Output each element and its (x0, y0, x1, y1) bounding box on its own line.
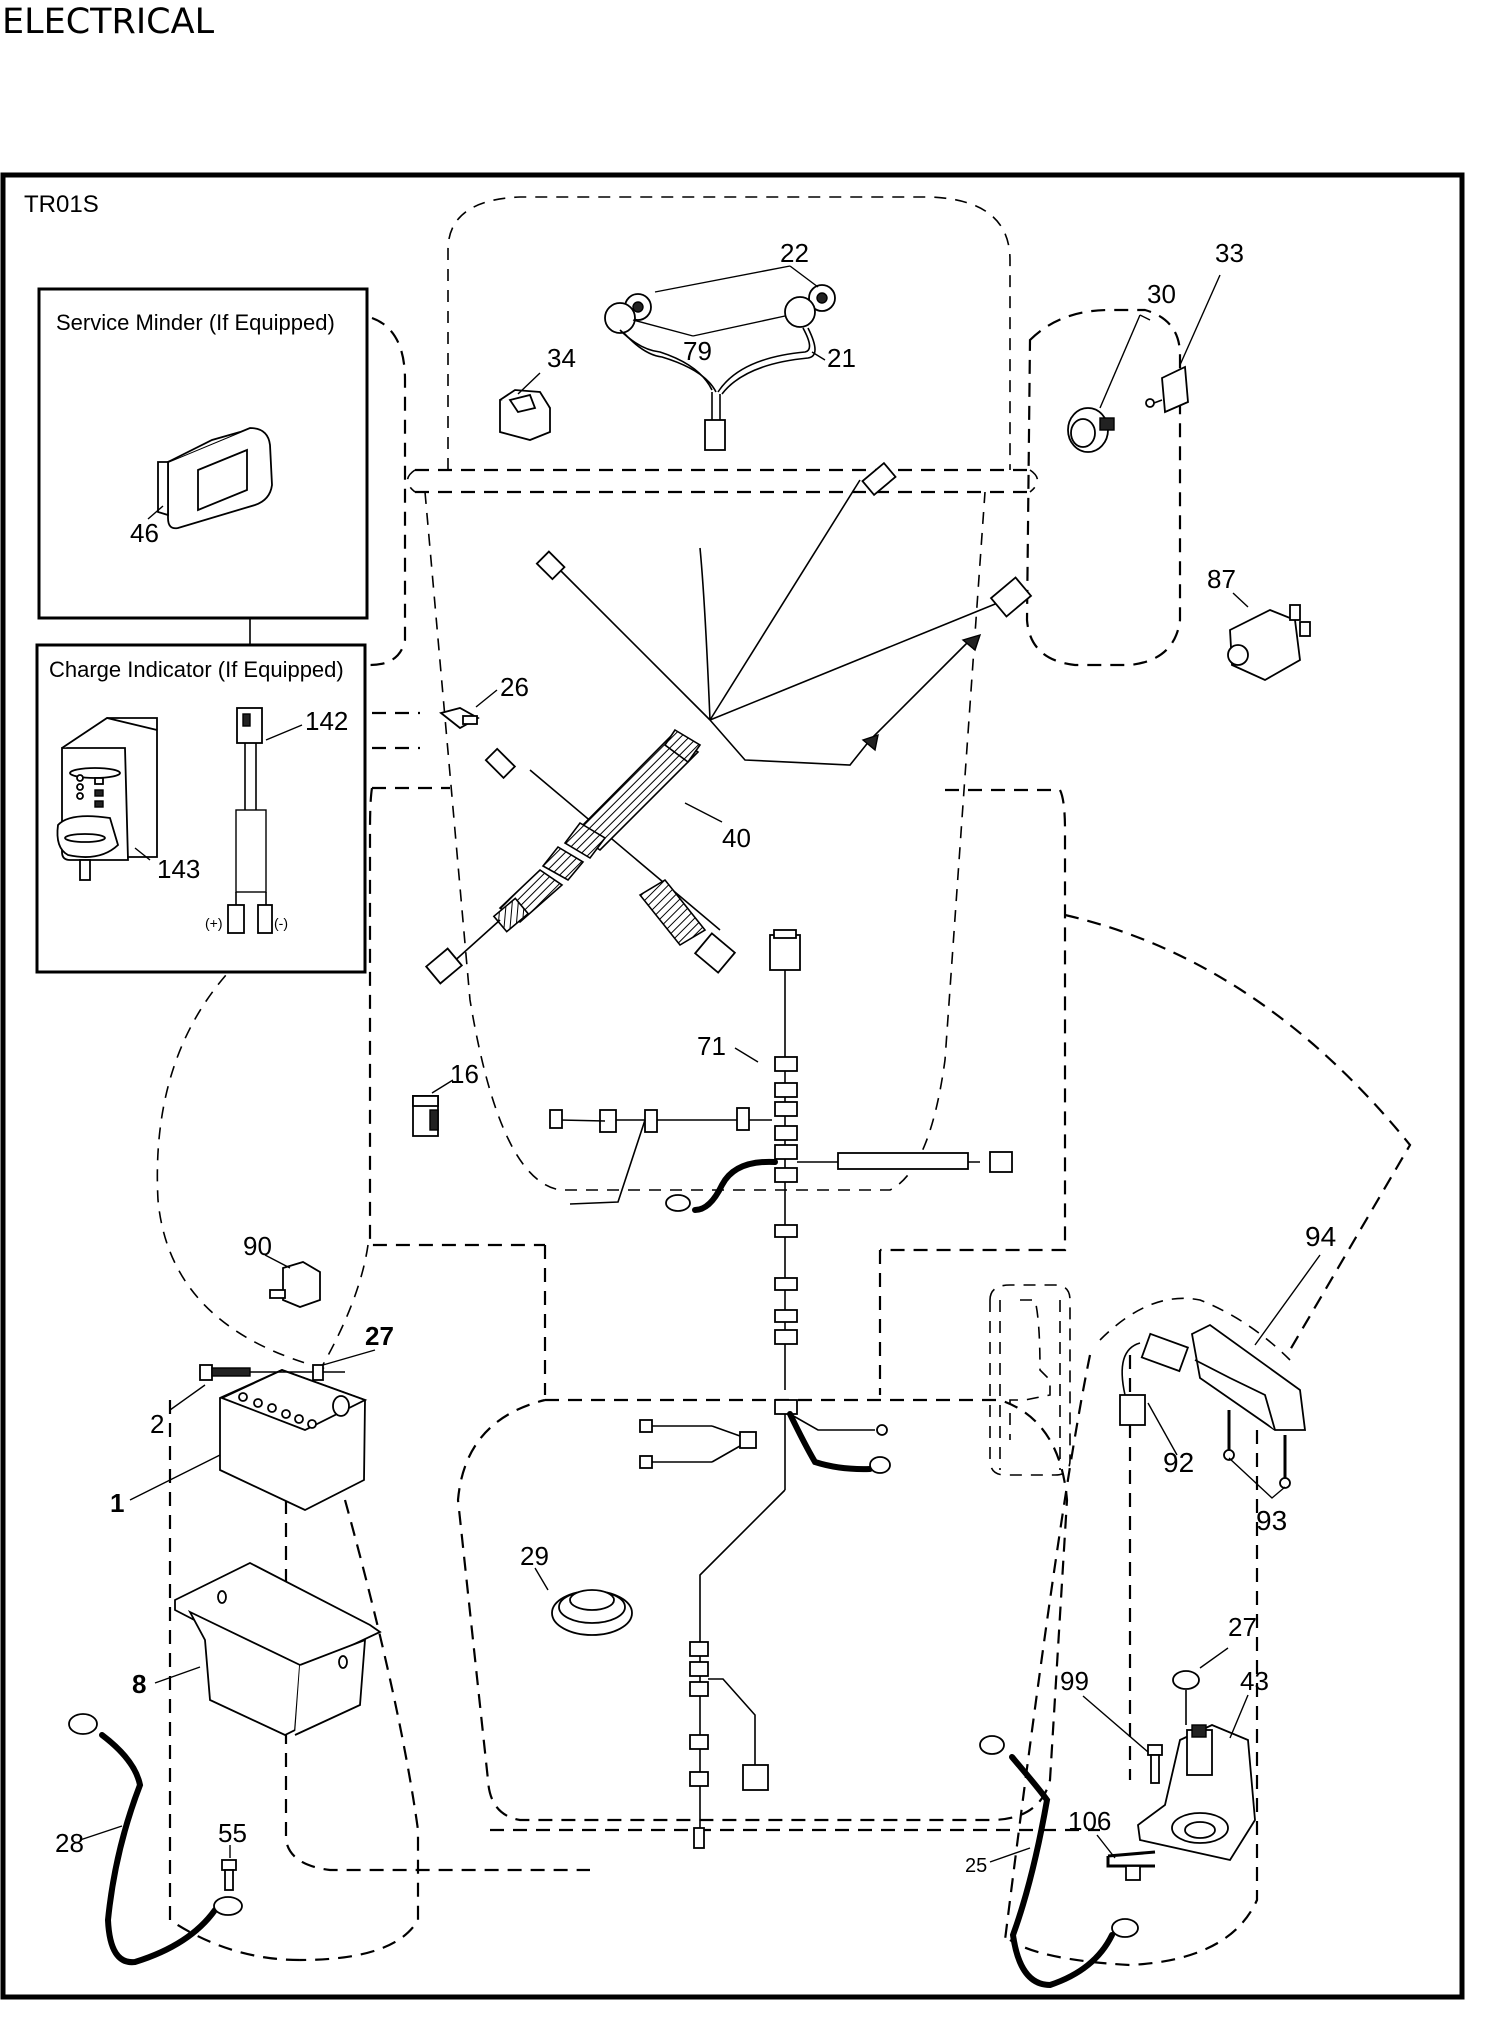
terminal-positive-label: (+) (205, 915, 223, 931)
solenoid-bolt-99[interactable] (1147, 1744, 1163, 1784)
callout-22: 22 (780, 238, 809, 268)
callout-33: 33 (1215, 238, 1244, 268)
starter-solenoid[interactable] (1137, 1724, 1256, 1862)
leader-46 (147, 505, 164, 520)
main-wire-harness[interactable] (424, 461, 1033, 985)
callout-142: 142 (305, 706, 348, 736)
fuse[interactable] (439, 707, 480, 730)
charge-indicator-title: Charge Indicator (If Equipped) (49, 657, 344, 682)
callout-46: 46 (130, 518, 159, 548)
headlight-harness[interactable] (604, 284, 836, 451)
callout-1: 1 (110, 1488, 124, 1518)
callout-25: 25 (965, 1855, 987, 1877)
solenoid-nut-27[interactable] (1172, 1670, 1200, 1725)
callout-2: 2 (150, 1409, 164, 1439)
callout-16: 16 (450, 1059, 479, 1089)
battery-bolt[interactable] (199, 1364, 345, 1381)
ground-bolt-55[interactable] (221, 1859, 237, 1891)
safety-module[interactable] (1119, 1323, 1307, 1431)
callout-21: 21 (827, 343, 856, 373)
charge-indicator-inset: Charge Indicator (If Equipped) (35, 643, 367, 974)
callout-93: 93 (1256, 1505, 1287, 1536)
service-minder-title: Service Minder (If Equipped) (56, 310, 335, 335)
starter-relay[interactable] (412, 1095, 439, 1137)
callout-29: 29 (520, 1541, 549, 1571)
callout-94: 94 (1305, 1221, 1336, 1252)
callout-87: 87 (1207, 564, 1236, 594)
horn[interactable] (551, 1589, 633, 1636)
charge-indicator-part[interactable] (56, 717, 158, 881)
diagram-code: TR01S (24, 191, 99, 218)
service-minder-inset: Service Minder (If Equipped) 46 (37, 287, 369, 620)
page-title: ELECTRICAL (2, 2, 215, 42)
callout-26: 26 (500, 672, 529, 702)
callout-40: 40 (722, 823, 751, 853)
starter-cable-25[interactable] (979, 1735, 1139, 1989)
callout-8: 8 (132, 1669, 146, 1699)
callout-27-battery: 27 (365, 1321, 394, 1351)
callout-92: 92 (1163, 1447, 1194, 1478)
ignition-key[interactable] (1145, 365, 1189, 414)
light-switch[interactable] (499, 389, 551, 441)
callout-71: 71 (697, 1031, 726, 1061)
callout-28: 28 (55, 1828, 84, 1858)
callout-27-solenoid: 27 (1228, 1612, 1257, 1642)
callout-90: 90 (243, 1231, 272, 1261)
ignition-switch[interactable] (1067, 407, 1115, 453)
callout-55: 55 (218, 1818, 247, 1848)
callout-43: 43 (1240, 1666, 1269, 1696)
callout-99: 99 (1060, 1666, 1089, 1696)
battery-nut-27[interactable] (312, 1364, 324, 1381)
leader-142 (265, 724, 303, 741)
terminal-negative-label: (-) (274, 915, 288, 931)
pto-switch[interactable] (1227, 604, 1311, 682)
ground-cable-28[interactable] (68, 1713, 243, 1966)
phantom-outlines (156, 196, 1412, 1967)
battery[interactable] (219, 1369, 368, 1512)
mounting-screws[interactable] (1223, 1410, 1291, 1489)
wire-clip-106[interactable] (1106, 1850, 1156, 1881)
battery-tray[interactable] (174, 1561, 382, 1736)
leader-143 (134, 847, 151, 861)
diagram-frame (0, 172, 1465, 2000)
charge-indicator-harness[interactable] (227, 707, 273, 934)
callout-106: 106 (1068, 1806, 1111, 1836)
lower-harness-extension[interactable] (639, 1411, 891, 1849)
lower-wire-harness[interactable] (549, 929, 1013, 1415)
callout-143: 143 (157, 854, 200, 884)
seat-switch-plug[interactable] (269, 1261, 321, 1308)
callout-34: 34 (547, 343, 576, 373)
callout-79: 79 (683, 336, 712, 366)
service-minder-part[interactable] (157, 427, 273, 530)
callout-30: 30 (1147, 279, 1176, 309)
